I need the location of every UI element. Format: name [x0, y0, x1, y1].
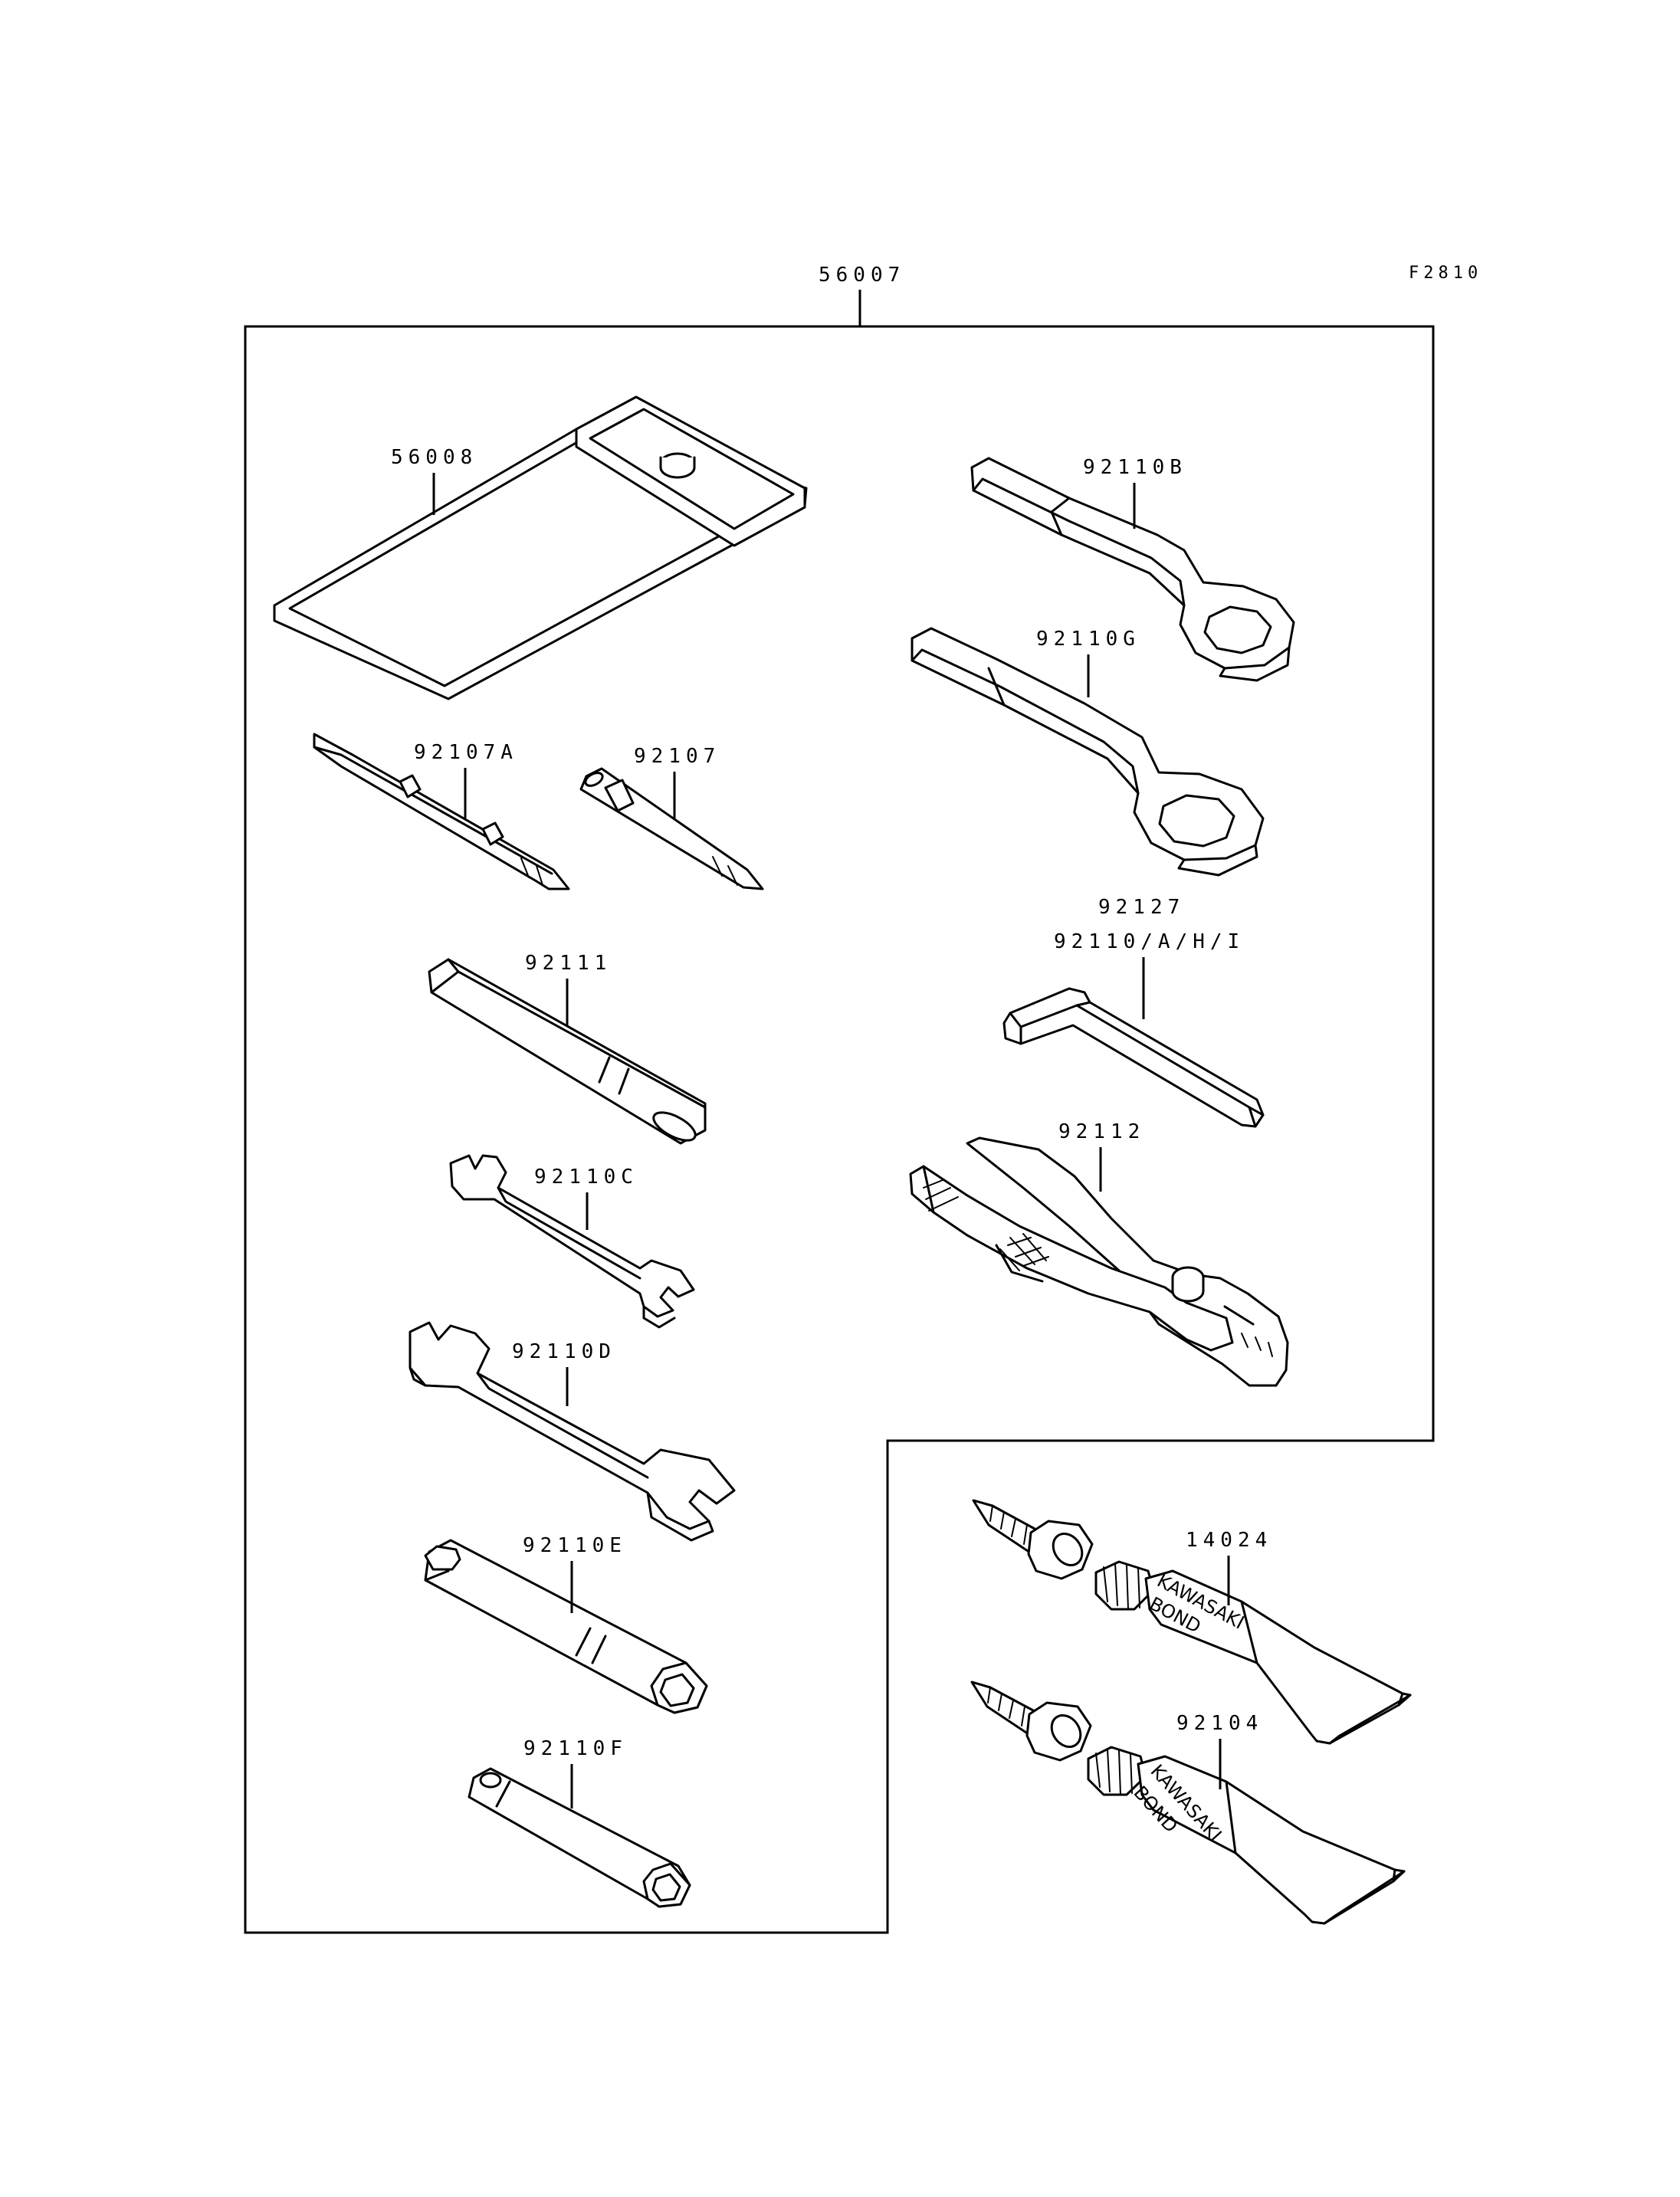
bond-tube-14024-drawing — [972, 1499, 1412, 1745]
pliers-92112-drawing — [909, 1136, 1289, 1387]
label-56008: 56008 — [391, 446, 477, 469]
tool-bag-drawing — [273, 395, 808, 700]
hex-wrench-drawing — [1002, 987, 1265, 1128]
label-92110c: 92110C — [534, 1166, 638, 1189]
box-wrench-92110b-drawing — [970, 457, 1295, 682]
label-14024: 14024 — [1186, 1529, 1272, 1552]
label-92112: 92112 — [1058, 1120, 1145, 1143]
label-92104: 92104 — [1176, 1712, 1263, 1735]
assembly-label: 56007 — [819, 264, 905, 287]
label-92110f: 92110F — [523, 1737, 628, 1760]
box-wrench-92110g-drawing — [911, 627, 1265, 877]
screwdriver-92107-drawing — [579, 767, 764, 890]
label-92110d: 92110D — [512, 1340, 616, 1363]
figure-code: F2810 — [1409, 264, 1482, 283]
label-92107a: 92107A — [414, 741, 518, 764]
kit-frame — [244, 325, 1435, 1934]
socket-92110e-drawing — [424, 1539, 708, 1714]
wrench-92110c-drawing — [449, 1154, 695, 1329]
label-92111: 92111 — [525, 952, 612, 975]
socket-92110f-drawing — [468, 1767, 691, 1908]
handle-92111-drawing — [428, 958, 707, 1145]
bond-tube-92104-drawing — [970, 1681, 1406, 1925]
label-92110b: 92110B — [1083, 456, 1187, 479]
wrench-92110d-drawing — [409, 1321, 736, 1542]
label-92110e: 92110E — [523, 1534, 627, 1557]
screwdriver-92107a-drawing — [313, 733, 570, 890]
label-92110-a-h-i: 92110/A/H/I — [1054, 930, 1245, 953]
label-92110g: 92110G — [1036, 628, 1140, 651]
label-92127: 92127 — [1098, 896, 1185, 919]
label-92107: 92107 — [634, 745, 720, 768]
